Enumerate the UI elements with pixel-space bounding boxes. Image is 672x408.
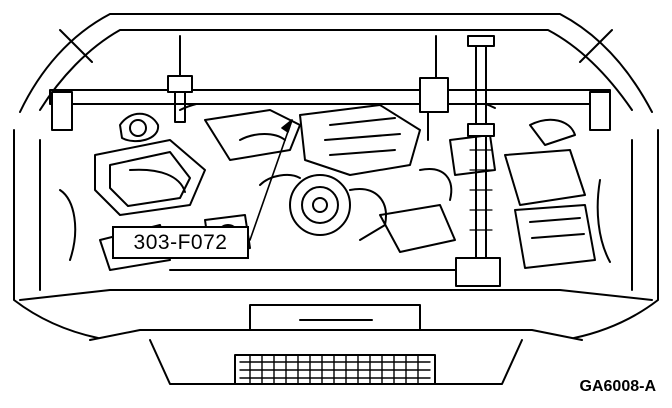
engine-support-bar — [49, 35, 611, 287]
tool-number-callout: 303-F072 — [112, 226, 249, 259]
figure-code-label: GA6008-A — [579, 378, 656, 395]
callout-leader — [249, 119, 293, 241]
hood-and-fenders — [13, 13, 659, 339]
front-grille — [19, 269, 653, 385]
grille-mesh — [239, 355, 431, 384]
